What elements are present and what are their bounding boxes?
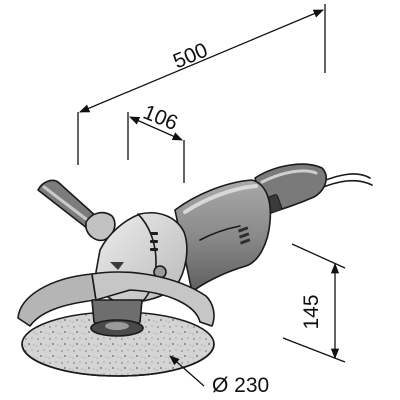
rear-handle-highlight bbox=[260, 169, 318, 184]
flange-nut-center bbox=[105, 322, 129, 330]
length-label: 500 bbox=[170, 39, 211, 74]
disc-edge bbox=[21, 343, 215, 377]
vent-slots bbox=[237, 226, 251, 245]
side-handle-highlight bbox=[42, 185, 92, 224]
head-dimension: 106 bbox=[127, 101, 185, 183]
disc-label: Ø 230 bbox=[212, 374, 269, 397]
height-dimension: 145 bbox=[282, 243, 346, 363]
height-extension-top bbox=[291, 243, 346, 269]
angle-grinder bbox=[17, 163, 373, 377]
rotation-arrow-icon bbox=[110, 262, 124, 270]
motor-highlight bbox=[183, 184, 258, 214]
disc-leader-line bbox=[169, 355, 205, 387]
gear-head-edge bbox=[137, 213, 157, 303]
length-dimension-line bbox=[79, 9, 324, 113]
motor-housing bbox=[174, 179, 272, 293]
wheel-guard-rear bbox=[91, 271, 215, 327]
height-label: 145 bbox=[300, 294, 323, 329]
disc-diameter-dimension: Ø 230 bbox=[169, 355, 269, 397]
housing-seam bbox=[199, 225, 241, 241]
head-label: 106 bbox=[140, 101, 181, 135]
head-markings bbox=[150, 232, 158, 251]
height-extension-bottom bbox=[282, 337, 346, 363]
head-dimension-line bbox=[129, 116, 183, 141]
length-dimension: 500 bbox=[77, 4, 326, 165]
